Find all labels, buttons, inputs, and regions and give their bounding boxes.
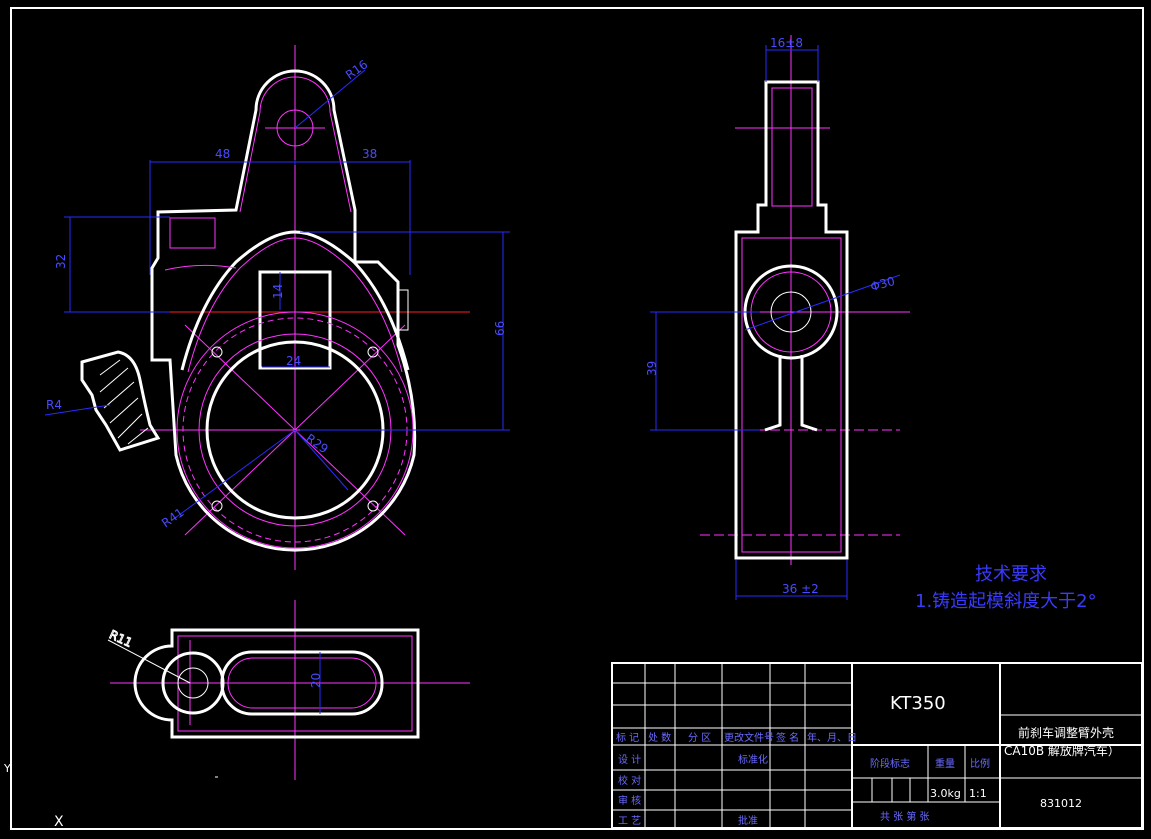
svg-text:阶段标志: 阶段标志 — [870, 757, 910, 770]
dim-20: 20 — [309, 673, 323, 688]
tech-req-title: 技术要求 — [975, 564, 1047, 585]
svg-text:比例: 比例 — [970, 757, 990, 770]
front-body-outline — [150, 69, 417, 552]
svg-text:分 区: 分 区 — [688, 732, 711, 744]
title-block: KT350 前刹车调整臂外壳 CA10B 解放牌汽车） 831012 3.0kg… — [611, 662, 1143, 829]
worm-slot — [258, 270, 332, 370]
rib-section-detail — [80, 350, 161, 452]
svg-text:X: X — [54, 814, 64, 830]
drawing-number: 831012 — [1040, 797, 1082, 810]
front-view: 48 38 32 14 24 66 R16 R41 R29 R4 — [44, 45, 510, 570]
dim-24: 24 — [286, 354, 301, 368]
svg-text:批准: 批准 — [738, 814, 758, 827]
side-view: 16±8 Φ30 39 36 ±2 — [645, 35, 910, 600]
svg-text:Y: Y — [3, 762, 11, 775]
svg-text:校 对: 校 对 — [618, 774, 641, 787]
part-name-line2: CA10B 解放牌汽车） — [1004, 743, 1120, 758]
svg-text:更改文件号: 更改文件号 — [724, 731, 774, 744]
svg-text:重量: 重量 — [935, 757, 955, 770]
svg-text:标 记: 标 记 — [616, 732, 639, 744]
svg-text:共 张 第 张: 共 张 第 张 — [880, 810, 930, 823]
dim-phi30: Φ30 — [869, 274, 896, 294]
dim-32: 32 — [54, 254, 68, 269]
top-view: R11 20 — [107, 600, 470, 780]
scale-value: 1:1 — [969, 787, 987, 800]
dim-48: 48 — [215, 147, 230, 161]
tech-requirements: 技术要求 1.铸造起模斜度大于2° — [915, 564, 1097, 612]
svg-text:处 数: 处 数 — [648, 731, 671, 744]
dim-r16: R16 — [343, 57, 370, 82]
dim-36: 36 ±2 — [782, 582, 819, 596]
drawing-name: KT350 — [890, 693, 946, 714]
weight-value: 3.0kg — [930, 787, 961, 800]
dim-r4: R4 — [46, 398, 62, 412]
dim-r41: R41 — [159, 505, 186, 530]
svg-text:年、月、日: 年、月、日 — [807, 731, 857, 744]
part-name-line1: 前刹车调整臂外壳 — [1018, 725, 1114, 740]
dim-38: 38 — [362, 147, 377, 161]
svg-text:签 名: 签 名 — [776, 731, 799, 744]
dim-14: 14 — [271, 284, 285, 299]
svg-text:审 核: 审 核 — [618, 794, 641, 807]
dim-39: 39 — [645, 361, 659, 376]
dim-16: 16±8 — [770, 36, 803, 50]
ucs-marker: Y X — [3, 762, 218, 830]
top-body-outline — [133, 628, 420, 739]
dim-66: 66 — [493, 321, 507, 336]
svg-text:工 艺: 工 艺 — [618, 815, 641, 827]
side-body-outline — [734, 80, 849, 560]
dim-r29: R29 — [303, 431, 330, 456]
tech-req-item-1: 1.铸造起模斜度大于2° — [915, 591, 1097, 612]
drawing-frame — [10, 7, 1144, 830]
svg-text:标准化: 标准化 — [738, 753, 768, 766]
svg-text:设 计: 设 计 — [618, 753, 641, 766]
top-slot — [220, 650, 384, 716]
